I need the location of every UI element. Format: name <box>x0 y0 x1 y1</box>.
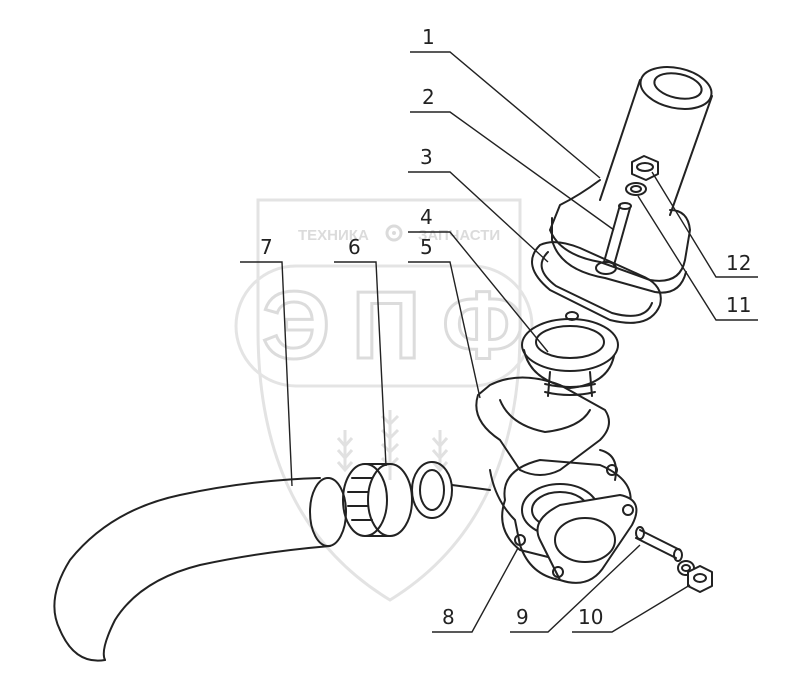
thermostat <box>521 311 619 397</box>
callout-7: 7 <box>260 235 273 259</box>
callout-11: 11 <box>726 293 751 317</box>
nut-top <box>631 155 659 181</box>
callout-labels: 1 2 3 4 5 6 7 8 9 10 11 12 <box>260 25 751 629</box>
callout-9: 9 <box>516 605 529 629</box>
callout-3: 3 <box>420 145 433 169</box>
gasket-lower <box>536 494 638 584</box>
bolt <box>635 526 683 562</box>
callout-2: 2 <box>422 85 435 109</box>
watermark-right-word: ЗАПЧАСТИ <box>418 227 500 244</box>
watermark: ТЕХНИКА ЗАПЧАСТИ ЭПФ <box>234 198 534 602</box>
leader-lines <box>240 51 758 633</box>
stud <box>595 202 632 275</box>
outlet-pipe <box>549 66 713 294</box>
wheat-icon <box>336 410 449 480</box>
callout-1: 1 <box>422 25 435 49</box>
hose-clamp <box>342 463 413 537</box>
callout-5: 5 <box>420 235 433 259</box>
callout-8: 8 <box>442 605 455 629</box>
water-hose <box>53 477 347 662</box>
callout-12: 12 <box>726 251 751 275</box>
watermark-left-word: ТЕХНИКА <box>298 227 369 244</box>
washer-top <box>625 182 647 196</box>
watermark-big-letters: ЭПФ <box>262 272 524 379</box>
gasket-upper <box>531 241 662 324</box>
callout-4: 4 <box>420 205 433 229</box>
nut-lower <box>687 565 713 593</box>
thermostat-housing <box>475 376 617 581</box>
callout-10: 10 <box>578 605 603 629</box>
callout-6: 6 <box>348 235 361 259</box>
gear-icon <box>385 224 403 242</box>
